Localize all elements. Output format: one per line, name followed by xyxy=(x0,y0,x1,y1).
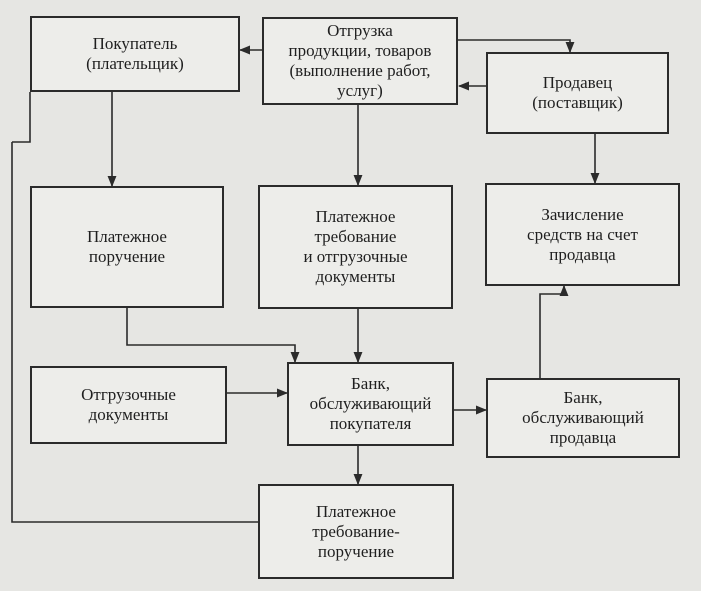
seller-bank-box: Банк, обслуживающий продавца xyxy=(486,378,680,458)
seller-label: Продавец (поставщик) xyxy=(532,73,623,112)
payment-order-box: Платежное поручение xyxy=(30,186,224,308)
payment-order-label: Платежное поручение xyxy=(87,227,167,266)
shipping-docs-label: Отгрузочные документы xyxy=(81,385,176,424)
arrow-seller-bank-to-crediting xyxy=(539,284,569,378)
shipment-label: Отгрузка продукции, товаров (выполнение … xyxy=(288,21,432,100)
claim-order-label: Платежное требование- поручение xyxy=(312,501,400,561)
arrow-shipment-to-seller xyxy=(458,39,575,54)
claim-order-box: Платежное требование- поручение xyxy=(258,484,454,579)
buyer-bank-box: Банк, обслуживающий покупателя xyxy=(287,362,454,446)
shipping-docs-box: Отгрузочные документы xyxy=(30,366,227,444)
crediting-label: Зачисление средств на счет продавца xyxy=(527,204,638,264)
line-buyer-left xyxy=(12,92,31,143)
buyer-label: Покупатель (плательщик) xyxy=(86,34,184,73)
arrow-payment-order-to-buyer-bank xyxy=(126,308,300,364)
seller-box: Продавец (поставщик) xyxy=(486,52,669,134)
buyer-box: Покупатель (плательщик) xyxy=(30,16,240,92)
payment-claim-box: Платежное требование и отгрузочные докум… xyxy=(258,185,453,309)
payment-claim-label: Платежное требование и отгрузочные докум… xyxy=(303,207,408,286)
shipment-box: Отгрузка продукции, товаров (выполнение … xyxy=(262,17,458,105)
seller-bank-label: Банк, обслуживающий продавца xyxy=(522,388,644,447)
line-left-vertical xyxy=(11,142,258,523)
buyer-bank-label: Банк, обслуживающий покупателя xyxy=(309,374,432,433)
crediting-box: Зачисление средств на счет продавца xyxy=(485,183,680,286)
